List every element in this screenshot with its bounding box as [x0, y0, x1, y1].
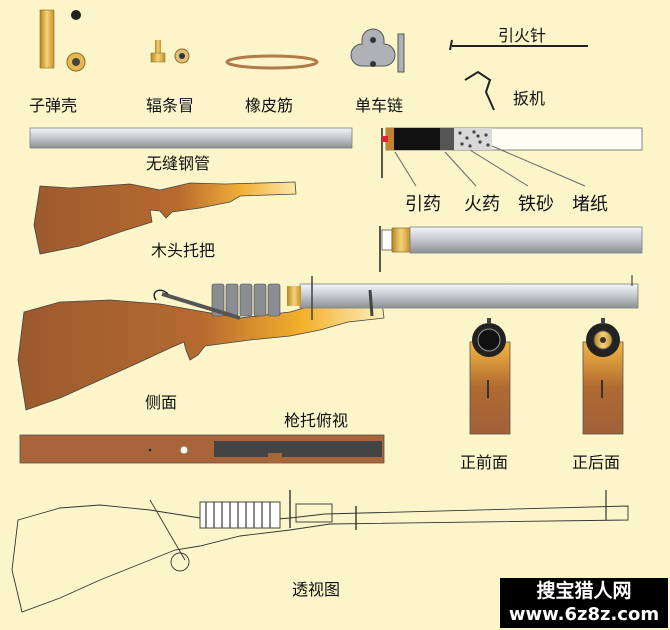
- rubber-band-icon: [225, 54, 319, 70]
- watermark-site-name: 搜宝猎人网: [536, 580, 632, 602]
- label-primer: 引药: [405, 194, 441, 215]
- label-spoke-nipple: 辐条冒: [146, 96, 195, 115]
- cartridge-case-icon: [39, 9, 86, 72]
- rear-view-drawing: [582, 318, 624, 435]
- label-front-view: 正前面: [460, 453, 509, 472]
- label-wad: 堵纸: [572, 194, 608, 215]
- label-iron-shot: 铁砂: [518, 194, 554, 215]
- label-seamless-tube: 无缝钢管: [146, 154, 211, 173]
- label-bike-chain: 单车链: [355, 96, 404, 115]
- watermark-url: www.6z8z.com: [508, 604, 660, 625]
- label-side-view: 侧面: [145, 393, 178, 412]
- side-view-drawing: [17, 275, 639, 411]
- trigger-icon: [464, 70, 495, 111]
- label-xray-view: 透视图: [292, 580, 341, 599]
- label-cartridge-case: 子弹壳: [29, 96, 78, 115]
- spoke-nipple-icon: [150, 40, 190, 64]
- label-wooden-stock: 木头托把: [151, 241, 216, 260]
- label-rubber-band: 橡皮筋: [245, 96, 294, 115]
- xray-view-drawing: [11, 490, 629, 613]
- site-watermark: 搜宝猎人网 www.6z8z.com: [500, 578, 668, 628]
- label-firing-pin: 引火针: [498, 26, 547, 45]
- front-view-drawing: [469, 318, 511, 435]
- label-trigger: 扳机: [513, 89, 546, 108]
- firing-pin-icon: [449, 39, 588, 51]
- seamless-tube-drawing: [29, 127, 353, 149]
- barrel-assembly-drawing: [379, 226, 643, 272]
- wooden-stock-drawing: [33, 181, 297, 255]
- charge-section-drawing: [381, 127, 643, 187]
- bike-chain-icon: [350, 28, 405, 73]
- label-powder: 火药: [464, 194, 500, 215]
- label-rear-view: 正后面: [572, 453, 621, 472]
- stock-top-view-drawing: [19, 434, 385, 464]
- label-stock-top-view: 枪托俯视: [284, 411, 349, 430]
